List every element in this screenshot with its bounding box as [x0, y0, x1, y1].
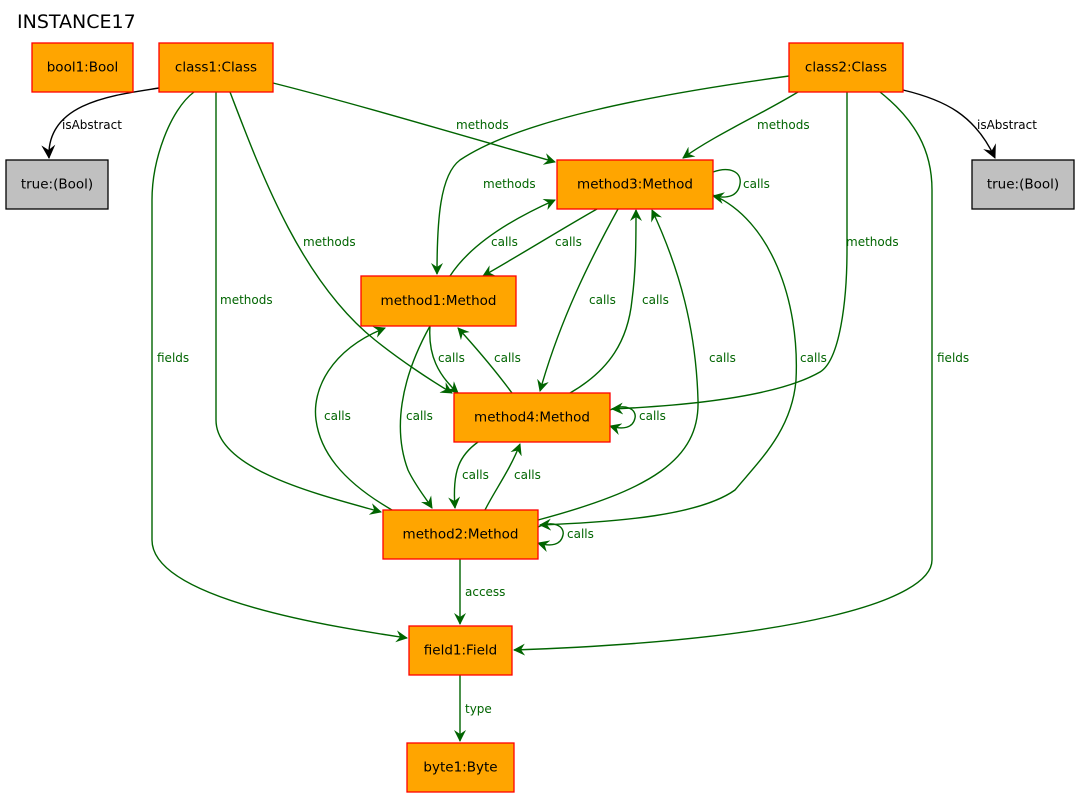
- edge-label-calls: calls: [709, 351, 736, 365]
- edge-label-methods: methods: [456, 118, 509, 132]
- node-label: class2:Class: [805, 60, 887, 76]
- edge-method3-to-method3: [712, 168, 741, 205]
- edge-label-calls: calls: [642, 293, 669, 307]
- node-box: [556, 159, 714, 210]
- edge-label-calls: calls: [567, 527, 594, 541]
- node-label: bool1:Bool: [47, 60, 119, 76]
- edge-label-methods: methods: [220, 293, 273, 307]
- edge-class2-to-method3: [682, 91, 799, 159]
- edge-method2-to-method4: [484, 443, 522, 511]
- edge-class1-to-true1: [41, 87, 160, 159]
- node-byte1: byte1:Byte: [406, 742, 515, 793]
- node-true2: true:(Bool): [971, 159, 1075, 210]
- node-field1: field1:Field: [408, 625, 513, 676]
- edge-method4-to-method2: [448, 441, 479, 509]
- edge-label-isAbstract: isAbstract: [977, 118, 1037, 132]
- node-class1: class1:Class: [158, 42, 274, 93]
- edge-method3-to-method2: [539, 194, 798, 531]
- nodes-layer: bool1:Bool class1:Class class2:Class true:(…: [5, 42, 1075, 793]
- edge-label-calls: calls: [743, 177, 770, 191]
- edge-class1-to-field1: [151, 91, 408, 643]
- edge-label-calls: calls: [589, 293, 616, 307]
- edge-label-fields: fields: [937, 351, 969, 365]
- edge-class1-to-method3: [272, 82, 556, 165]
- node-box: [360, 275, 517, 327]
- edge-label-calls: calls: [494, 351, 521, 365]
- node-label: method1:Method: [381, 293, 497, 309]
- edge-label-methods: methods: [303, 235, 356, 249]
- edge-label-fields: fields: [157, 351, 189, 365]
- edge-class2-to-field1: [513, 91, 933, 656]
- edge-class2-to-method4: [611, 92, 848, 415]
- edge-method1-to-method3: [449, 198, 556, 277]
- node-method1: method1:Method: [360, 275, 517, 327]
- edges-layer: [41, 75, 996, 742]
- edge-labels-layer: isAbstract isAbstract methods methods method…: [62, 118, 1037, 716]
- edge-label-methods: methods: [483, 177, 536, 191]
- edge-method4-to-method4: [609, 406, 636, 435]
- edge-method4-to-method3: [569, 209, 642, 394]
- edge-label-isAbstract: isAbstract: [62, 118, 122, 132]
- node-label: method3:Method: [577, 177, 693, 193]
- node-box: [5, 159, 109, 210]
- node-box: [406, 742, 515, 793]
- edge-label-calls: calls: [555, 235, 582, 249]
- node-label: true:(Bool): [21, 177, 93, 193]
- node-method3: method3:Method: [556, 159, 714, 210]
- edge-method3-to-method4: [537, 208, 619, 392]
- node-true1: true:(Bool): [5, 159, 109, 210]
- edge-class2-to-true2: [902, 89, 996, 159]
- node-method2: method2:Method: [382, 509, 539, 560]
- edge-label-methods: methods: [757, 118, 810, 132]
- node-box: [158, 42, 274, 93]
- edge-method3-to-method1: [482, 208, 598, 277]
- edge-class1-to-method4: [229, 91, 453, 394]
- node-label: method4:Method: [474, 410, 590, 426]
- node-label: byte1:Byte: [423, 760, 497, 776]
- edge-label-access: access: [465, 585, 505, 599]
- node-label: true:(Bool): [987, 177, 1059, 193]
- edge-label-calls: calls: [406, 409, 433, 423]
- node-box: [971, 159, 1075, 210]
- node-label: field1:Field: [424, 643, 497, 659]
- edge-method2-to-method3: [537, 209, 699, 521]
- node-box: [453, 392, 611, 443]
- edge-label-calls: calls: [491, 235, 518, 249]
- edge-method2-to-method1: [314, 326, 393, 511]
- edge-method1-to-method2: [399, 325, 433, 509]
- edge-label-calls: calls: [438, 351, 465, 365]
- edge-label-calls: calls: [324, 409, 351, 423]
- node-box: [408, 625, 513, 676]
- node-bool1: bool1:Bool: [31, 42, 134, 93]
- edge-method2-to-method2: [537, 523, 564, 552]
- edge-label-type: type: [465, 702, 492, 716]
- node-method4: method4:Method: [453, 392, 611, 443]
- node-label: method2:Method: [403, 527, 519, 543]
- edge-method4-to-method1: [457, 327, 513, 394]
- node-box: [31, 42, 134, 93]
- edge-label-calls: calls: [514, 468, 541, 482]
- node-label: class1:Class: [175, 60, 257, 76]
- edge-label-calls: calls: [800, 351, 827, 365]
- edge-class1-to-method2: [215, 92, 382, 515]
- node-box: [788, 42, 904, 93]
- edge-label-methods: methods: [846, 235, 899, 249]
- node-box: [382, 509, 539, 560]
- node-class2: class2:Class: [788, 42, 904, 93]
- edge-method1-to-method4: [429, 325, 459, 394]
- edge-class2-to-method1: [431, 75, 790, 275]
- edge-label-calls: calls: [639, 409, 666, 423]
- diagram-title: INSTANCE17: [17, 11, 136, 33]
- edge-label-calls: calls: [462, 468, 489, 482]
